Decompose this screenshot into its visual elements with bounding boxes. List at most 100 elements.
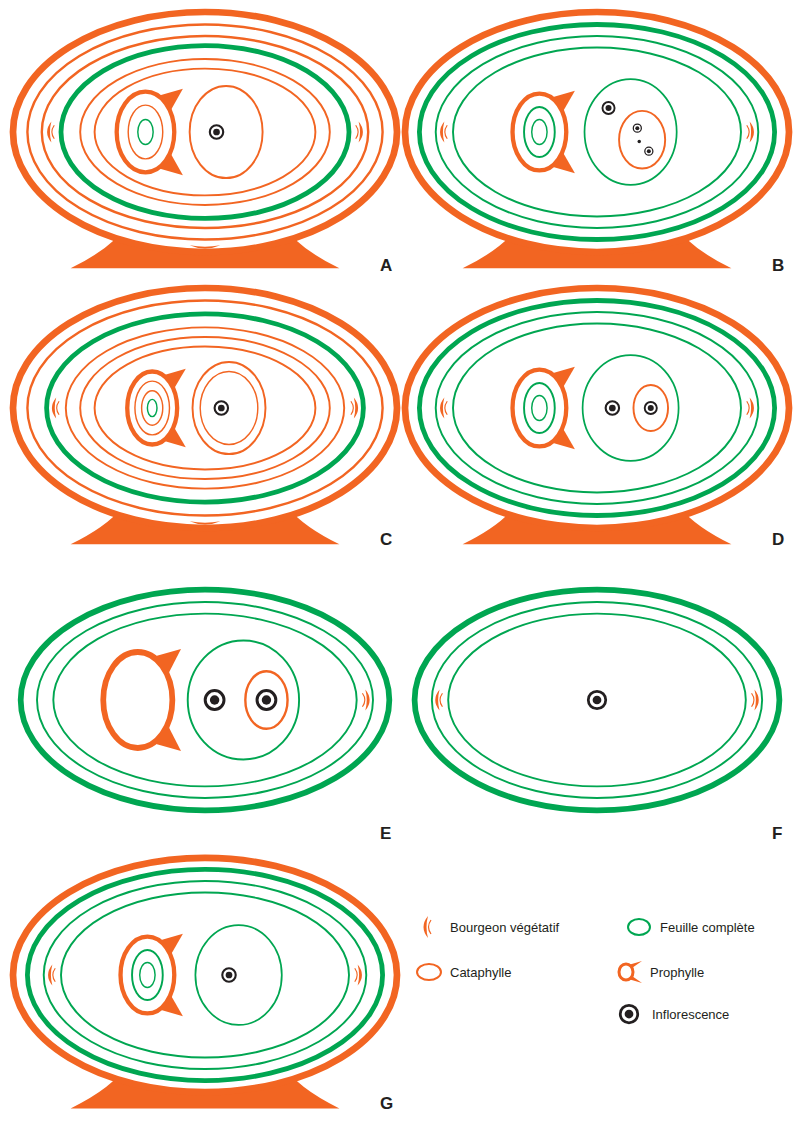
vegetative-bud <box>440 397 444 418</box>
leaf-ring <box>195 925 281 1025</box>
legend-text: Feuille complète <box>660 920 755 935</box>
bud-leaf <box>747 125 749 138</box>
cataphyll-ring <box>42 36 368 228</box>
vegetative-bud <box>48 964 52 985</box>
panel-letter-box: D <box>772 530 784 550</box>
legend-text: Cataphylle <box>450 965 511 980</box>
leaf-ring <box>524 383 555 433</box>
inflorescence-ring <box>633 124 641 132</box>
bud-leaf <box>356 125 358 138</box>
legend-text: Bourgeon végétatif <box>450 920 559 935</box>
cataphyll-ring <box>200 372 258 445</box>
inflorescence-dot <box>648 405 654 411</box>
vegetative-bud <box>359 121 363 142</box>
panel-letter-box: E <box>380 824 391 844</box>
leaf-ring <box>53 614 356 787</box>
floral-diagram <box>13 12 397 268</box>
inflorescence-dot <box>226 972 233 979</box>
prophyll <box>127 372 177 445</box>
panel-letter: D <box>772 530 784 549</box>
floral-diagram <box>405 288 789 544</box>
bottom-bud <box>190 245 221 248</box>
inflorescence-ring <box>588 691 605 708</box>
prophyll <box>619 964 633 980</box>
cataphyll-ring <box>80 337 330 479</box>
cataphyll-ring <box>190 86 263 178</box>
bud-leaf <box>57 401 59 414</box>
vegetative-bud <box>354 397 358 418</box>
inflorescence-dot <box>213 129 220 136</box>
cataphyll-ring <box>417 964 441 980</box>
bud-leaf <box>52 125 54 138</box>
inflorescence-ring <box>606 401 619 414</box>
cataphyll-ring <box>13 858 397 1092</box>
cataphyll-ring <box>80 59 330 205</box>
prophyll <box>513 370 567 447</box>
leaf-ring <box>37 602 373 798</box>
cataphyll-ring <box>619 111 665 169</box>
inflorescence-dot <box>210 695 219 704</box>
leaf-ring <box>583 355 679 461</box>
leaf-ring <box>140 963 155 988</box>
leaf-ring <box>47 314 364 502</box>
cataphyll-ring <box>633 385 668 431</box>
leaf-ring <box>147 399 157 416</box>
inflorescence-dot <box>218 405 225 412</box>
panel-letter: G <box>380 1094 393 1113</box>
floral-diagram <box>405 12 789 268</box>
cataphyll-ring <box>13 288 397 528</box>
legend-icon <box>624 916 654 938</box>
leaf-ring <box>27 869 382 1080</box>
legend-item: Feuille complète <box>624 916 755 938</box>
inflorescence-ring <box>222 968 235 981</box>
leaf-ring <box>132 950 163 1000</box>
floral-diagram <box>13 288 397 544</box>
panel-letter: C <box>380 530 392 549</box>
inflorescence-dot <box>625 1010 634 1019</box>
inflorescence-ring <box>602 102 614 114</box>
bud-leaf <box>445 125 447 138</box>
bud-leaf <box>355 968 357 981</box>
inflorescence-dot <box>647 149 651 153</box>
leaf-ring <box>628 919 650 935</box>
leaf-ring <box>532 120 547 145</box>
leaf-ring <box>21 590 390 811</box>
cataphyll-ring <box>27 24 382 239</box>
leaf-ring <box>419 300 774 515</box>
panel-letter: A <box>380 256 392 275</box>
bud-leaf <box>53 968 55 981</box>
vegetative-bud <box>440 121 444 142</box>
vegetative-bud <box>750 397 754 418</box>
inflorescence-ring <box>205 691 224 710</box>
cataphyll-ring <box>95 69 316 196</box>
inflorescence-dot <box>635 126 639 130</box>
leaf-ring <box>432 602 762 798</box>
cataphyll-ring <box>245 671 287 729</box>
bud-leaf <box>747 401 749 414</box>
leaf-ring <box>453 48 741 217</box>
flower-dot <box>638 140 641 143</box>
panel-letter-box: G <box>380 1094 393 1114</box>
legend-icon <box>414 916 444 938</box>
leaf-ring <box>436 312 759 504</box>
inflorescence-dot <box>609 405 616 412</box>
panel-letter-box: F <box>772 824 782 844</box>
inflorescence-ring <box>645 147 653 155</box>
legend-text: Inflorescence <box>652 1007 729 1022</box>
vegetative-bud <box>435 689 439 710</box>
legend-item: Prophylle <box>614 961 704 983</box>
leaf-ring <box>44 881 367 1069</box>
leaf-ring <box>415 590 780 811</box>
vegetative-bud <box>47 121 51 142</box>
leaf-ring <box>419 24 774 239</box>
floral-diagram <box>13 858 397 1109</box>
panel-letter: B <box>772 256 784 275</box>
vegetative-bud <box>754 689 758 710</box>
bottom-bud <box>190 521 221 524</box>
vegetative-bud <box>365 689 369 710</box>
legend-item: Bourgeon végétatif <box>414 916 559 938</box>
vegetative-bud <box>358 964 362 985</box>
legend-text: Prophylle <box>650 965 704 980</box>
cataphyll-ring <box>128 105 163 159</box>
legend-icon <box>616 1003 646 1025</box>
